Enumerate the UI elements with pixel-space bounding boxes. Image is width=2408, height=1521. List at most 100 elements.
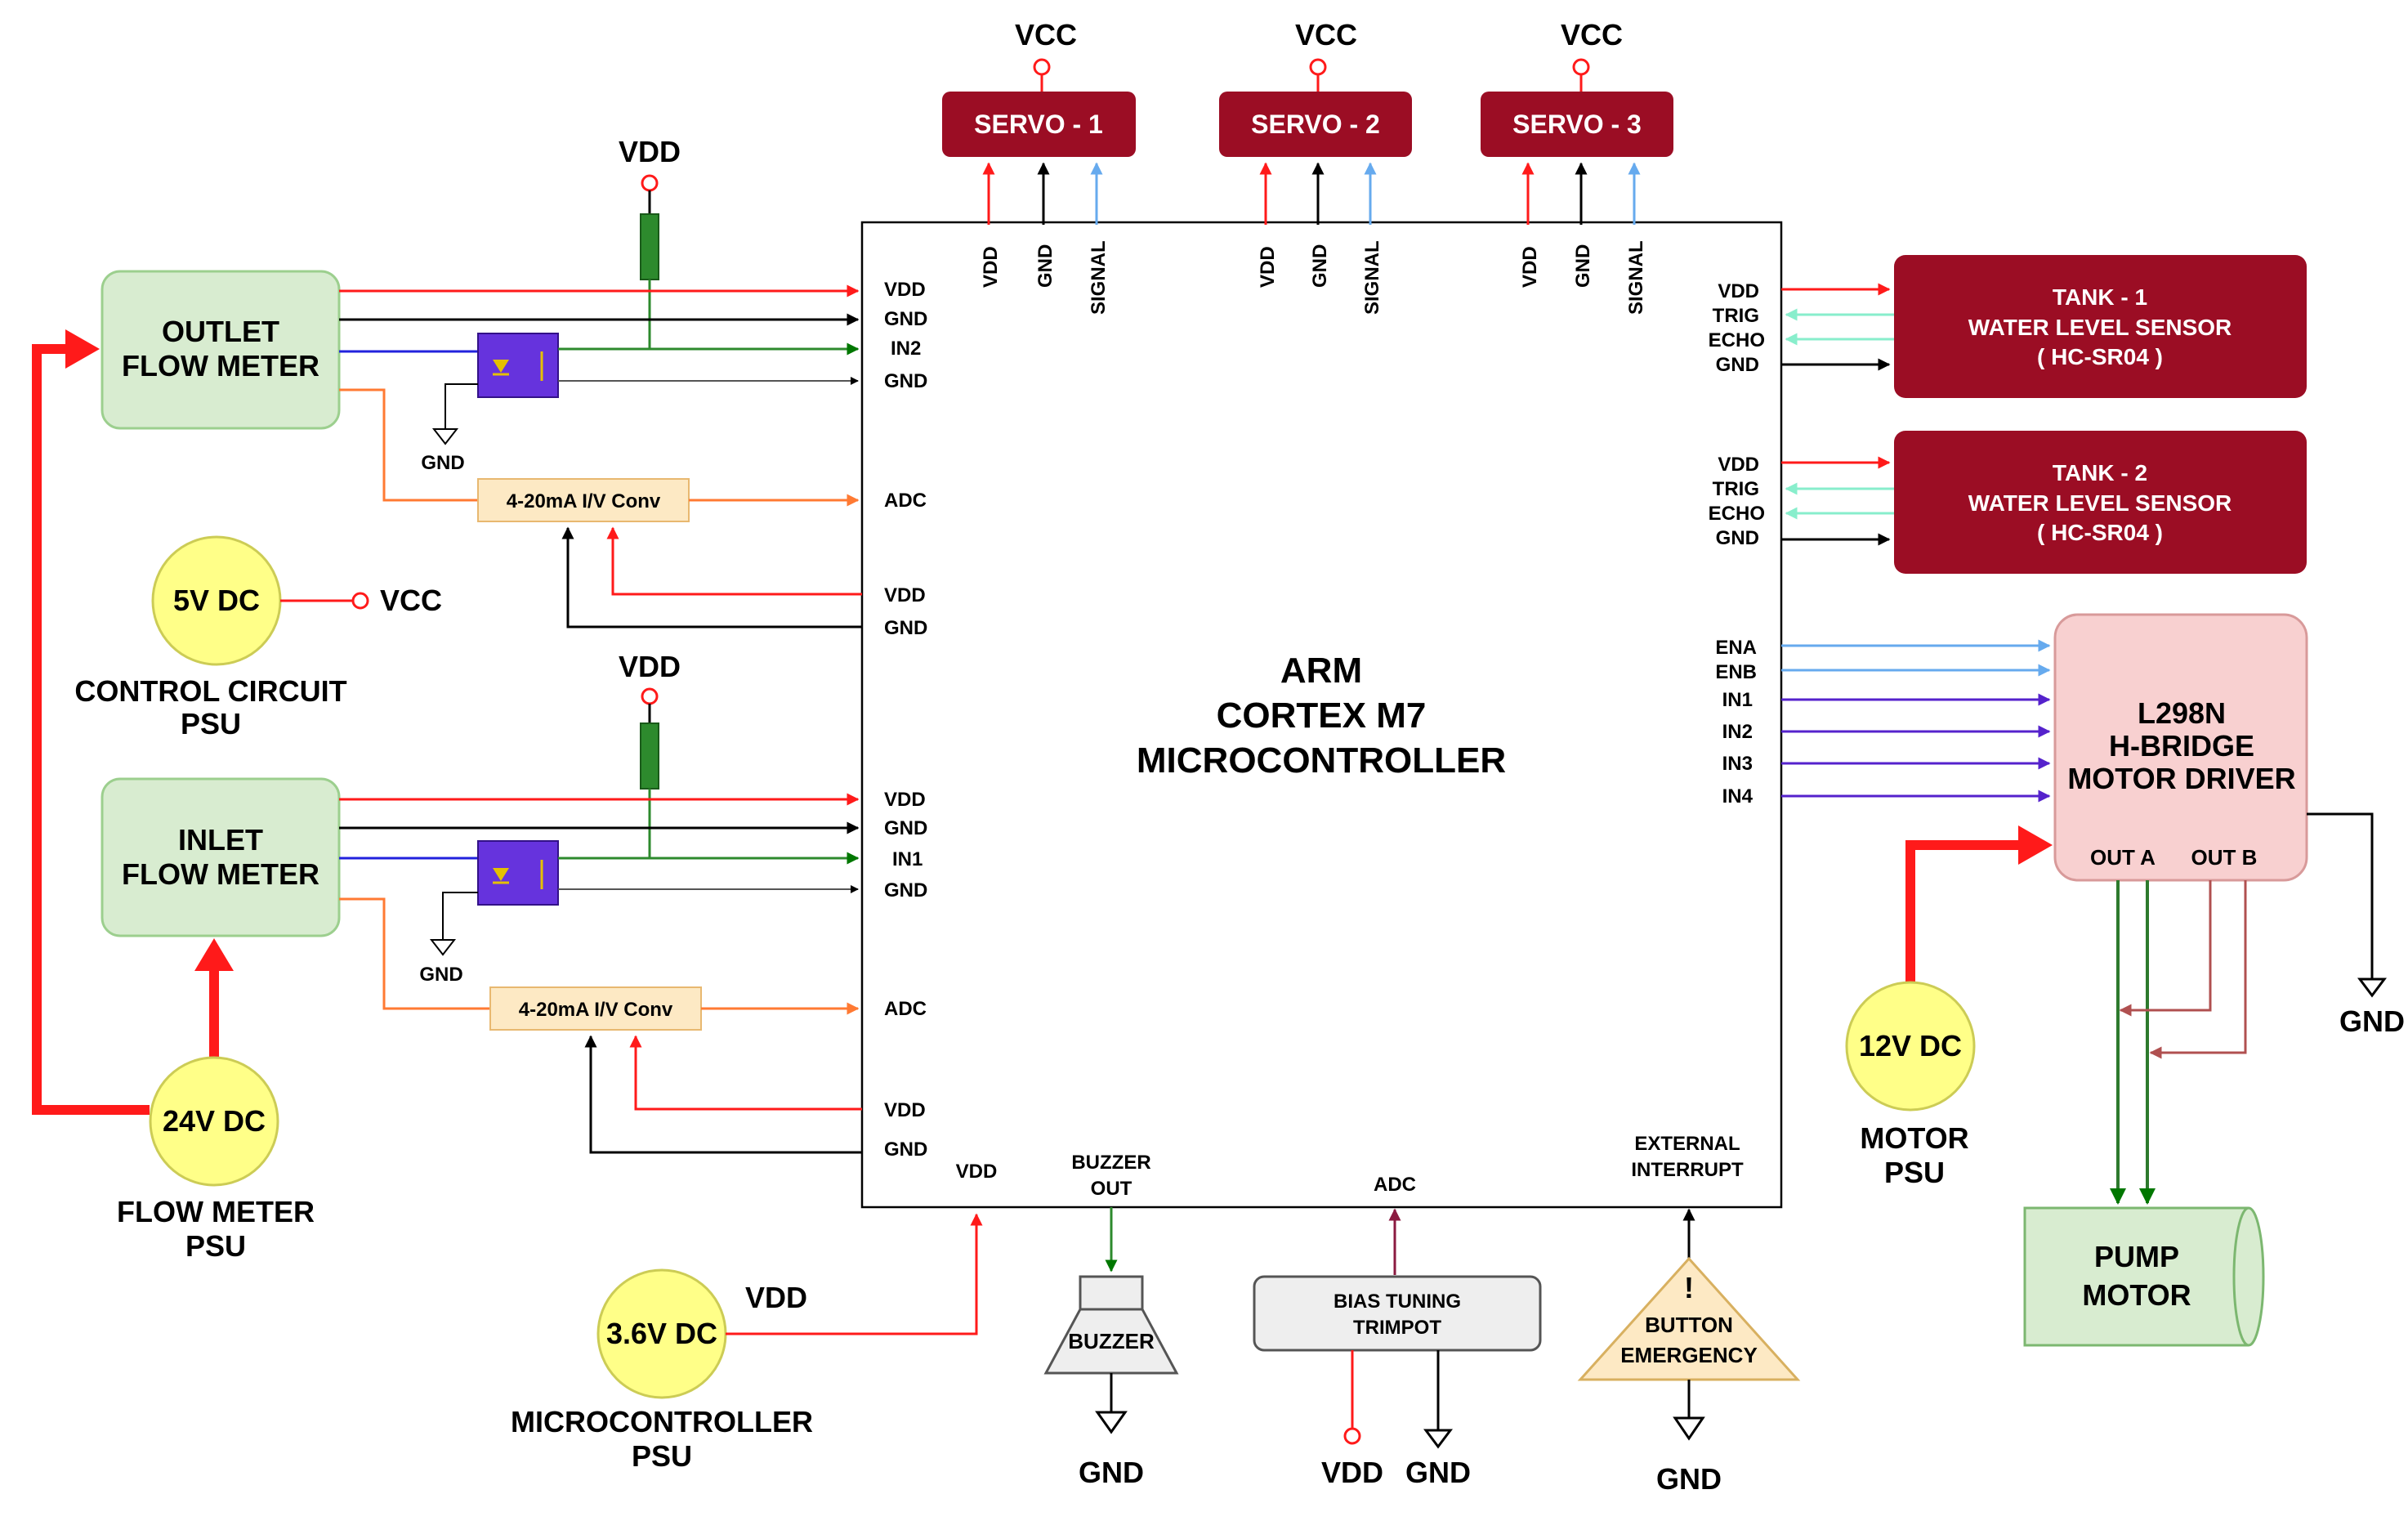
servo-3-label: SERVO - 3	[1512, 110, 1642, 139]
trimpot-label-1: BIAS TUNING	[1334, 1291, 1461, 1313]
ground-icon	[2357, 977, 2387, 998]
servo-1-pin-signal: SIGNAL	[1088, 240, 1110, 315]
driver-pin-in2: IN2	[1722, 721, 1753, 743]
buzzer-label: BUZZER	[1068, 1329, 1155, 1353]
tank-2-pin-gnd: GND	[1716, 527, 1759, 549]
outlet-wiring: VDD GND 4-20mA I/V Conv VDD GND IN2 GND …	[339, 135, 927, 639]
pullup-resistor-icon	[640, 213, 659, 280]
vcc-terminal-icon	[1309, 58, 1327, 76]
emergency-button[interactable]: ! BUTTON EMERGENCY GND	[1577, 1208, 1801, 1496]
inlet-label-1: INLET	[178, 823, 263, 857]
bottom-pin-vdd: VDD	[956, 1161, 998, 1183]
tank-1-pin-echo: ECHO	[1709, 329, 1765, 351]
tank-2-pin-trig: TRIG	[1713, 478, 1759, 500]
ground-icon	[1673, 1416, 1705, 1441]
motor-driver: L298N H-BRIDGE MOTOR DRIVER OUT A OUT B …	[1715, 613, 2405, 1038]
tank-2-label-1: TANK - 2	[2053, 460, 2147, 485]
motor-psu-label-2: PSU	[1884, 1156, 1945, 1189]
mcu-psu: 3.6V DC VDD MICROCONTROLLER PSU	[511, 1213, 983, 1473]
outlet-pin-adc: ADC	[884, 490, 927, 512]
outlet-flow-meter: OUTLET FLOW METER	[101, 270, 341, 430]
driver-pin-in4: IN4	[1722, 785, 1754, 807]
bottom-pin-ext-1: EXTERNAL	[1634, 1133, 1740, 1155]
servo-1-vcc: VCC	[1015, 18, 1077, 51]
mcu-psu-vdd: VDD	[745, 1281, 807, 1314]
outlet-conv-label: 4-20mA I/V Conv	[507, 490, 661, 512]
tank-2-sensor: TANK - 2 WATER LEVEL SENSOR ( HC-SR04 ) …	[1709, 431, 2307, 574]
mcu-psu-label-1: MICROCONTROLLER	[511, 1405, 813, 1438]
button-label-1: BUTTON	[1645, 1313, 1733, 1337]
servo-1-pin-gnd: GND	[1034, 244, 1057, 288]
trimpot-label-2: TRIMPOT	[1353, 1317, 1441, 1339]
button-gnd: GND	[1656, 1462, 1722, 1496]
vdd-terminal-icon	[641, 687, 659, 705]
flow-meter-psu: 24V DC FLOW METER PSU	[32, 329, 315, 1263]
buzzer-icon	[1079, 1275, 1144, 1311]
mcu-label-3: MICROCONTROLLER	[1137, 740, 1506, 781]
flow-psu-value: 24V DC	[163, 1104, 266, 1138]
vdd-terminal-icon	[1343, 1427, 1361, 1445]
control-psu-label-2: PSU	[181, 707, 241, 740]
outlet-label-1: OUTLET	[162, 315, 279, 348]
servo-1-label: SERVO - 1	[974, 110, 1103, 139]
trimpot-gnd: GND	[1405, 1456, 1471, 1489]
pullup-resistor-icon	[640, 722, 659, 790]
control-psu-value: 5V DC	[173, 584, 260, 617]
flow-psu-label-2: PSU	[185, 1229, 246, 1263]
servo-2-vcc: VCC	[1295, 18, 1357, 51]
inlet-pin-in1: IN1	[892, 848, 923, 870]
motor-psu-value: 12V DC	[1859, 1029, 1962, 1062]
vcc-terminal-icon	[1572, 58, 1590, 76]
ground-icon	[1423, 1429, 1453, 1449]
trimpot-icon	[1253, 1275, 1542, 1352]
trimpot-vdd: VDD	[1321, 1456, 1383, 1489]
mcu-label-1: ARM	[1280, 651, 1362, 691]
driver-pin-in3: IN3	[1722, 753, 1753, 775]
outlet-vdd-label: VDD	[619, 135, 681, 168]
tank-1-pin-trig: TRIG	[1713, 305, 1759, 327]
servo-3-vcc: VCC	[1561, 18, 1623, 51]
inlet-pin-vdd-2: VDD	[884, 1099, 926, 1121]
driver-gnd-label: GND	[2339, 1004, 2405, 1038]
pump-wiring	[2110, 880, 2247, 1205]
outlet-pin-in2: IN2	[891, 338, 921, 360]
button-mark: !	[1684, 1271, 1694, 1304]
motor-psu: 12V DC MOTOR PSU	[1845, 825, 2053, 1189]
driver-label-2: H-BRIDGE	[2109, 729, 2254, 763]
button-label-2: EMERGENCY	[1620, 1343, 1758, 1367]
servo-2-pin-vdd: VDD	[1257, 246, 1279, 288]
tank-1-label-3: ( HC-SR04 )	[2037, 344, 2163, 369]
mcu-psu-label-2: PSU	[632, 1439, 692, 1473]
buzzer: BUZZER GND	[1043, 1207, 1179, 1489]
bottom-pin-adc: ADC	[1374, 1174, 1416, 1196]
tank-1-label-2: WATER LEVEL SENSOR	[1968, 315, 2232, 340]
control-psu: 5V DC VCC CONTROL CIRCUIT PSU	[74, 535, 442, 740]
servo-1: VCC SERVO - 1 VDD GND SIGNAL	[942, 18, 1136, 315]
outlet-pin-gnd-3: GND	[884, 617, 927, 639]
servo-2: VCC SERVO - 2 VDD GND SIGNAL	[1219, 18, 1412, 315]
servo-2-box	[1219, 92, 1412, 157]
ground-icon	[1095, 1411, 1128, 1434]
ground-icon	[429, 939, 457, 956]
tank-1-sensor: TANK - 1 WATER LEVEL SENSOR ( HC-SR04 ) …	[1709, 255, 2307, 398]
servo-3-pin-signal: SIGNAL	[1625, 240, 1647, 315]
inlet-pin-gnd-2: GND	[884, 879, 927, 901]
bottom-pin-buzzer-1: BUZZER	[1071, 1152, 1150, 1174]
tank-2-label-2: WATER LEVEL SENSOR	[1968, 490, 2232, 516]
optocoupler-icon	[477, 840, 559, 906]
inlet-label-2: FLOW METER	[122, 857, 319, 891]
vcc-terminal-icon	[1033, 58, 1051, 76]
outlet-label-2: FLOW METER	[122, 349, 319, 382]
buzzer-gnd: GND	[1079, 1456, 1144, 1489]
servo-2-pin-signal: SIGNAL	[1361, 240, 1383, 315]
driver-label-3: MOTOR DRIVER	[2067, 762, 2295, 795]
inlet-flow-meter: INLET FLOW METER	[101, 777, 341, 937]
outlet-pin-gnd: GND	[884, 308, 927, 330]
trimpot: BIAS TUNING TRIMPOT VDD GND	[1253, 1208, 1542, 1489]
inlet-pin-adc: ADC	[884, 998, 927, 1020]
servo-2-label: SERVO - 2	[1251, 110, 1380, 139]
inlet-vdd-label: VDD	[619, 650, 681, 683]
tank-1-label-1: TANK - 1	[2053, 284, 2147, 310]
inlet-pin-gnd: GND	[884, 817, 927, 839]
